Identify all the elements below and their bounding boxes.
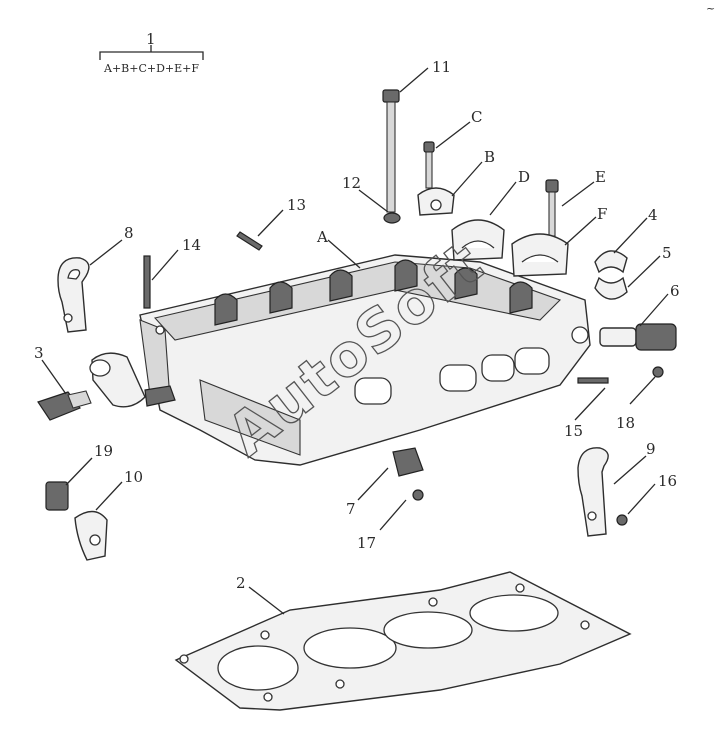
- callout-D: D: [518, 168, 530, 186]
- callout-C: C: [471, 108, 482, 126]
- callout-5: 5: [662, 244, 672, 262]
- leader-lines: [41, 67, 669, 615]
- part-19-plug: [45, 481, 69, 511]
- callout-3: 3: [34, 344, 44, 362]
- water-outlet-part: [89, 352, 176, 408]
- callout-15: 15: [564, 422, 583, 440]
- callout-7: 7: [346, 500, 356, 518]
- callout-B: B: [484, 148, 495, 166]
- part-7-sensor: [392, 447, 424, 477]
- assembly-sublabel: A+B+C+D+E+F: [103, 62, 199, 75]
- part-14-stud: [143, 255, 151, 309]
- part-E-bolt: [545, 179, 559, 237]
- part-3-sensor: [37, 390, 92, 421]
- part-D-cam-cap: [451, 219, 505, 261]
- callout-F: F: [597, 205, 607, 223]
- part-18-plug: [652, 366, 664, 378]
- callout-4: 4: [648, 206, 658, 224]
- callout-1: 1: [146, 30, 156, 48]
- assembly-bracket: 1 A+B+C+D+E+F: [99, 30, 204, 75]
- callout-18: 18: [616, 414, 635, 432]
- part-B-cam-cap: [417, 187, 455, 216]
- part-13-stud: [236, 231, 263, 251]
- part-15-stud: [577, 377, 609, 384]
- callout-13: 13: [287, 196, 306, 214]
- callout-19: 19: [94, 442, 113, 460]
- callout-6: 6: [670, 282, 680, 300]
- part-10-bracket: [74, 510, 108, 561]
- callout-2: 2: [236, 574, 246, 592]
- part-5-bearing: [594, 276, 628, 300]
- callout-8: 8: [124, 224, 134, 242]
- part-9-lifting-hook: [577, 447, 609, 537]
- part-F-cam-cap: [511, 233, 569, 277]
- part-C-bolt: [423, 141, 435, 189]
- callout-9: 9: [646, 440, 656, 458]
- cylinder-head-part: [139, 254, 591, 466]
- corner-mark: ~: [706, 2, 715, 15]
- callout-A: A: [316, 228, 328, 246]
- callout-labels: 11 12 13 14 8 A C B D E F 4 5 6 3 15 18 …: [34, 58, 680, 592]
- part-12-washer: [383, 212, 401, 224]
- callout-12: 12: [342, 174, 361, 192]
- part-8-lifting-hook: [57, 257, 90, 333]
- part-17-bolt: [412, 489, 424, 501]
- callout-11: 11: [432, 58, 451, 76]
- part-11-long-bolt: [382, 89, 400, 213]
- callout-16: 16: [658, 472, 677, 490]
- callout-E: E: [595, 168, 606, 186]
- part-6-oil-control-valve: [599, 323, 677, 351]
- callout-14: 14: [182, 236, 201, 254]
- part-16-nut: [616, 514, 628, 526]
- callout-17: 17: [357, 534, 376, 552]
- part-4-bearing: [594, 250, 628, 274]
- callout-10: 10: [124, 468, 143, 486]
- part-2-head-gasket: [174, 571, 632, 711]
